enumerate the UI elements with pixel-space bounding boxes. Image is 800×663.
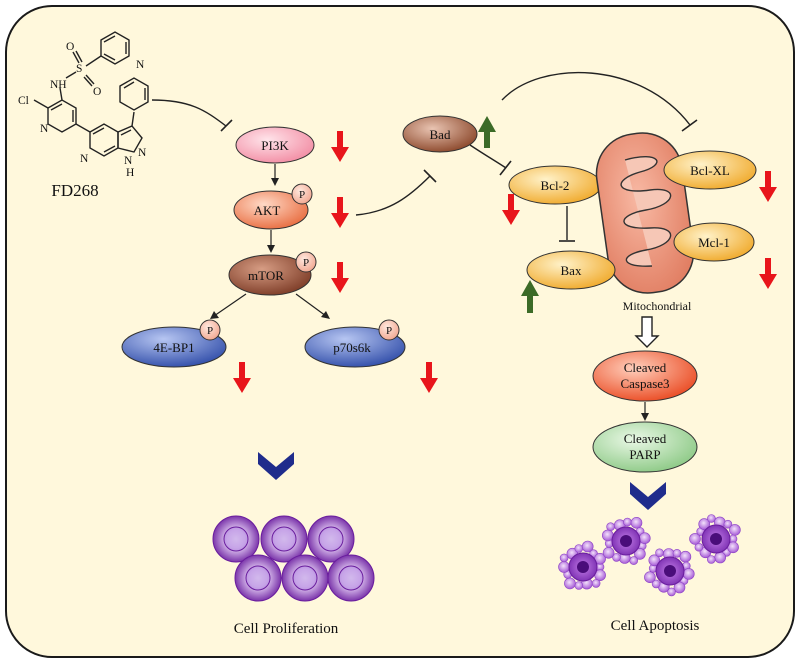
atom-n-ring2: N (80, 153, 89, 165)
label-parp-line1: Cleaved (624, 431, 667, 446)
inhibit-bad-bclxl (501, 71, 691, 126)
phospho-p70s6k-label: P (386, 325, 392, 337)
phospho-4ebp1-label: P (207, 325, 213, 337)
atom-n-pz2: N (124, 155, 133, 167)
fd268-atoms: S O O NH Cl N N N N H N (18, 41, 147, 179)
up-arrow-bax (521, 280, 539, 313)
down-arrow-bcl2 (502, 194, 520, 225)
down-arrow-bclxl (759, 171, 777, 202)
label-mtor: mTOR (248, 268, 284, 283)
node-4ebp1: 4E-BP1 P (121, 319, 227, 368)
atom-cl: Cl (18, 95, 29, 107)
node-bcl2: Bcl-2 (508, 165, 602, 205)
atom-o1: O (66, 41, 74, 53)
apoptotic-cell (644, 548, 695, 597)
node-cleaved-caspase3: Cleaved Caspase3 (592, 350, 698, 402)
label-mcl1: Mcl-1 (698, 235, 730, 250)
label-caspase-line1: Cleaved (624, 360, 667, 375)
up-arrow-bad (478, 116, 496, 148)
label-p70s6k: p70s6k (333, 340, 371, 355)
node-akt: AKT P (233, 183, 313, 230)
node-bad: Bad (402, 115, 478, 153)
down-arrow-mcl1 (759, 258, 777, 289)
node-mcl1: Mcl-1 (673, 222, 755, 262)
node-p70s6k: p70s6k P (304, 319, 406, 368)
inhibit-bad-bcl2 (469, 144, 507, 169)
node-cleaved-parp: Cleaved PARP (592, 421, 698, 473)
atom-nh: NH (50, 79, 67, 91)
chevron-down-icon-right (630, 482, 666, 510)
node-bclxl: Bcl-XL (663, 150, 757, 190)
proliferating-cells (212, 515, 375, 602)
label-parp-line2: PARP (629, 447, 660, 462)
phospho-mtor-label: P (303, 257, 309, 269)
node-mtor: mTOR P (228, 251, 317, 296)
hollow-arrow-icon (634, 316, 660, 348)
phospho-mtor (295, 251, 317, 273)
apoptotic-cell (689, 514, 741, 564)
inhibit-fd268-pi3k (151, 99, 227, 127)
inhibit-akt-bad (355, 175, 431, 216)
caption-proliferation: Cell Proliferation (234, 621, 339, 637)
label-caspase-line2: Caspase3 (620, 376, 669, 391)
fd268-structure (33, 31, 149, 157)
apoptotic-cell (601, 516, 651, 565)
apoptotic-cell (558, 540, 606, 590)
down-arrow-p70s6k (420, 362, 438, 393)
phospho-p70s6k (378, 319, 400, 341)
down-arrow-mtor (331, 262, 349, 293)
phospho-akt (291, 183, 313, 205)
label-bclxl: Bcl-XL (690, 163, 730, 178)
drug-name: FD268 (51, 181, 98, 200)
atom-s: S (76, 63, 82, 75)
atom-n-pz: N (138, 147, 147, 159)
atom-n-pyr: N (136, 59, 145, 71)
chevron-down-icon (258, 452, 294, 480)
down-arrow-4ebp1 (233, 362, 251, 393)
node-pi3k: PI3K (235, 126, 315, 164)
atom-n-ring1: N (40, 123, 49, 135)
label-akt: AKT (254, 203, 281, 218)
label-4ebp1: 4E-BP1 (153, 340, 194, 355)
inhibit-bar-pi3k (220, 119, 233, 132)
label-bad: Bad (430, 127, 451, 142)
atom-h: H (126, 167, 134, 179)
label-mitochondrial: Mitochondrial (623, 299, 692, 313)
label-bcl2: Bcl-2 (541, 178, 570, 193)
atom-o2: O (93, 86, 101, 98)
label-pi3k: PI3K (261, 138, 289, 153)
down-arrow-pi3k (331, 131, 349, 162)
down-arrow-akt (331, 197, 349, 228)
node-bax: Bax (526, 250, 616, 290)
phospho-4ebp1 (199, 319, 221, 341)
phospho-akt-label: P (299, 189, 305, 201)
caption-apoptosis: Cell Apoptosis (611, 618, 700, 634)
label-bax: Bax (561, 263, 582, 278)
apoptotic-cells (558, 514, 741, 597)
